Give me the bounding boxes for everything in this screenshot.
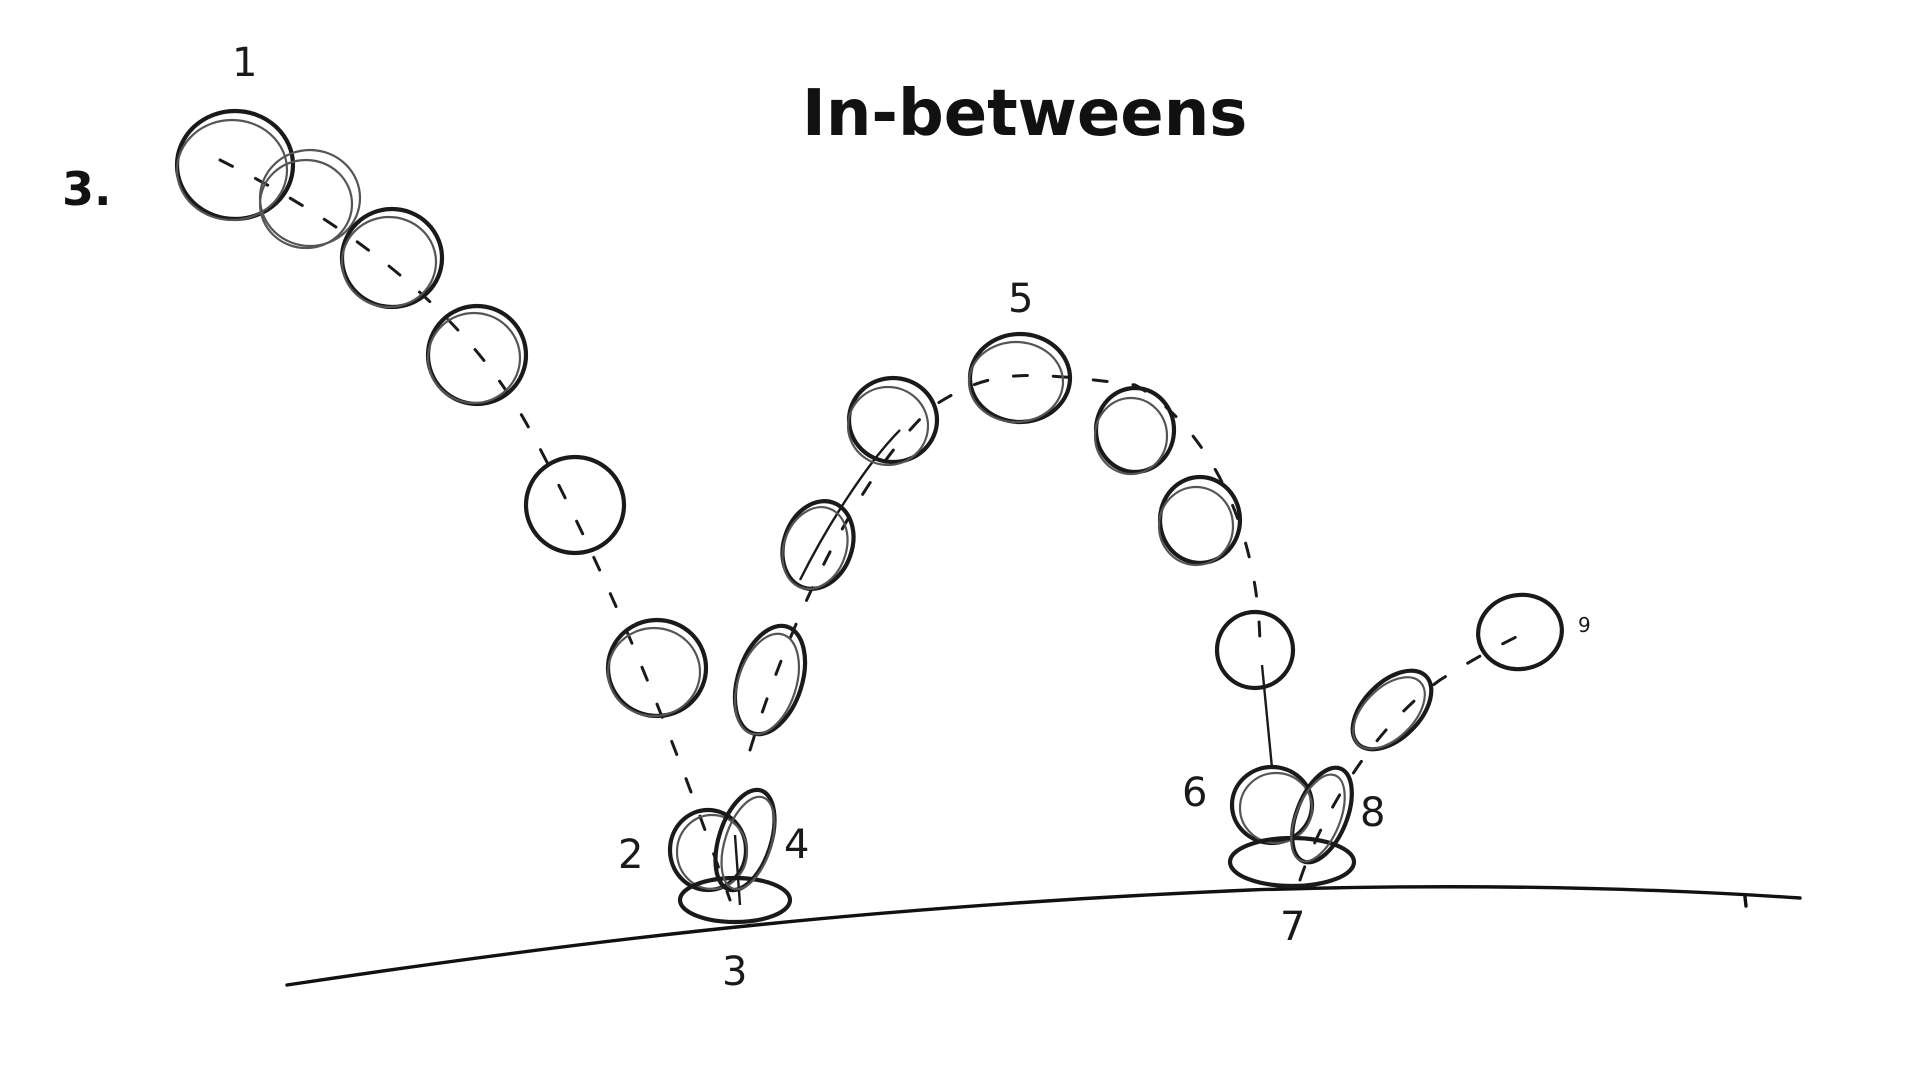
ball-inbetween-1a [258,148,362,250]
frame-label-4: 4 [784,822,809,868]
frame-label-9: 9 [1578,613,1591,637]
ball-frame-5 [967,331,1073,425]
ball-inbetween-2a [732,623,808,737]
frame-label-7: 7 [1280,904,1305,950]
ball-inbetween-1c [425,303,529,407]
ball-inbetween-1d [523,454,627,556]
ball-frame-1 [174,108,296,222]
trajectory-solid-segment-2 [1260,664,1274,769]
ball-inbetween-3c [1214,609,1296,691]
diagram-title: In-betweens [802,77,1248,151]
ball-frame-3 [677,875,793,925]
ball-inbetween-2b [780,499,856,591]
ball-inbetween-3a [1093,385,1177,476]
ball-inbetween-2c [846,375,940,467]
ball-frame-6 [1229,764,1315,846]
trajectory-arc-1 [218,158,732,902]
step-number: 3. [62,162,112,216]
trajectory-arc-3 [1298,633,1522,882]
frame-label-3: 3 [722,949,747,995]
ball-inbetween-3b [1157,474,1243,567]
frame-label-2: 2 [618,832,643,878]
ball-inbetween-1e [605,617,709,719]
ground-line-tick [1743,895,1748,908]
ball-frame-9 [1476,592,1564,672]
frame-label-8: 8 [1360,790,1385,836]
ball-frame-8 [1290,765,1354,865]
ball-frame-2 [667,807,749,893]
ball-inbetween-1b [339,206,445,310]
frame-label-6: 6 [1182,770,1207,816]
frame-label-5: 5 [1008,276,1033,322]
trajectory-solid-segment-1 [798,429,901,581]
frame-label-1: 1 [232,40,257,86]
ball-frame-4 [713,787,777,893]
ball-inbetween-4a [1350,668,1434,752]
ground-line [285,884,1802,987]
trajectory-solid-segment-3 [733,834,742,906]
